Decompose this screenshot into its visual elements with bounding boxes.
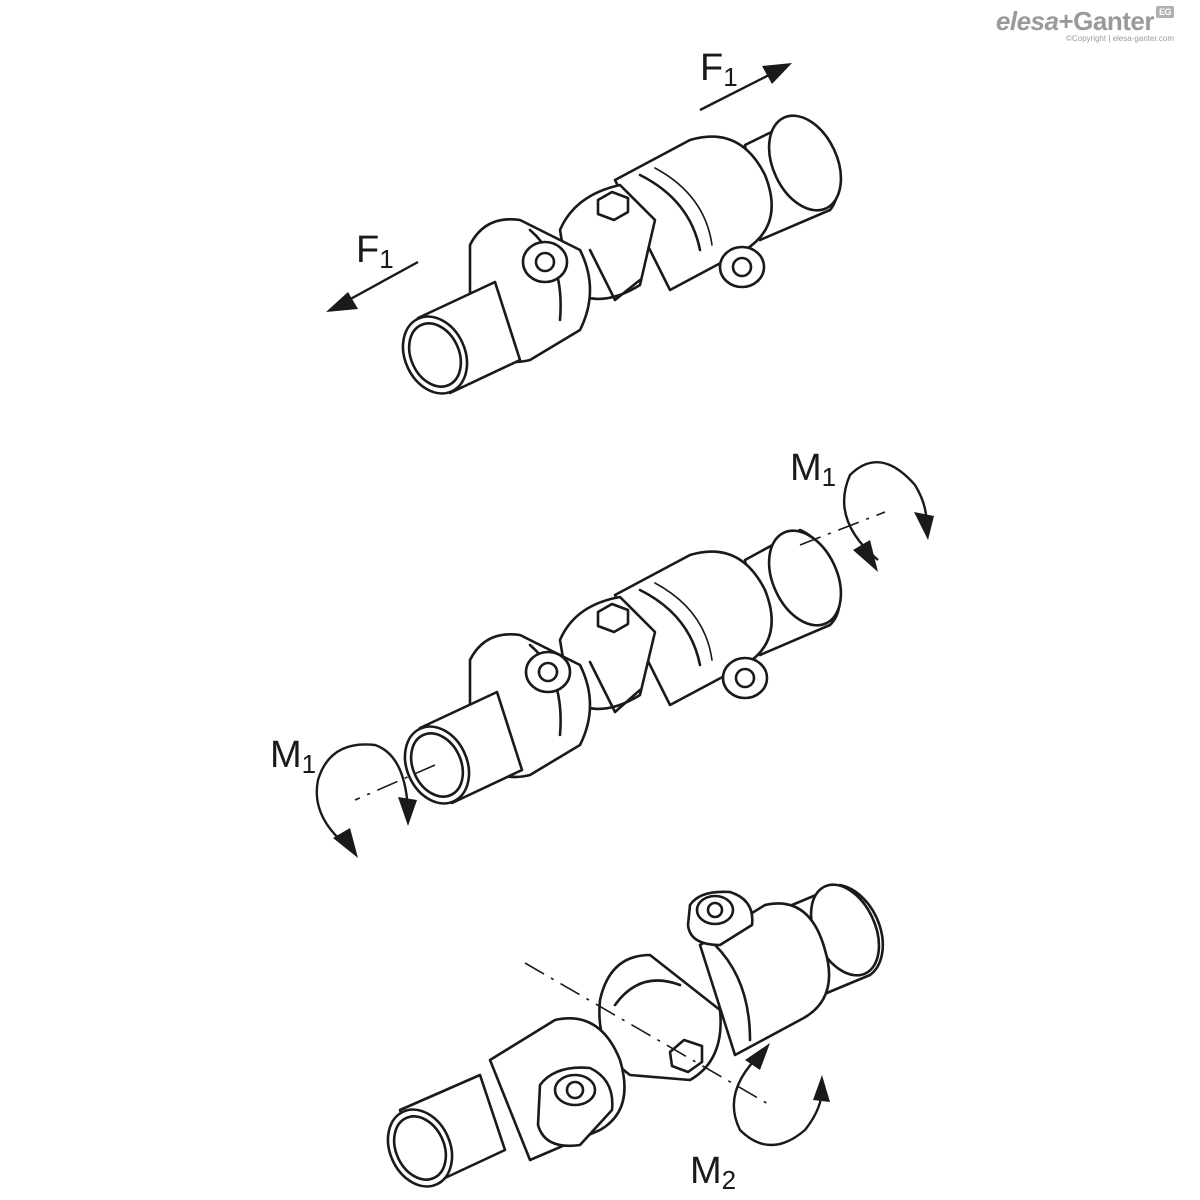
assembly-bottom — [386, 883, 885, 1188]
top-force-arrow-right — [699, 63, 792, 112]
mid-hex-socket — [596, 602, 630, 634]
assembly-top — [326, 63, 843, 395]
mid-tube-left — [403, 690, 524, 805]
bot-upper-bracket — [686, 890, 754, 947]
mid-axis-left — [354, 764, 436, 801]
mid-tube-right — [743, 528, 843, 657]
mid-axis-right — [799, 511, 886, 546]
mid-moment-arrow-right — [842, 461, 934, 572]
bot-lower-bracket — [536, 1066, 614, 1148]
mid-moment-arrow-left — [315, 743, 417, 858]
bot-tube-left — [386, 1073, 507, 1188]
label-mid-moment-right: M1 — [790, 447, 836, 492]
bot-moment-arrow — [732, 1043, 830, 1147]
label-bottom-moment: M2 — [690, 1150, 736, 1195]
top-force-arrow-left — [326, 260, 419, 312]
assembly-middle — [315, 461, 934, 858]
label-top-force-left: F1 — [356, 229, 394, 274]
logo-copyright: ©Copyright | elesa-ganter.com — [1065, 34, 1174, 43]
mid-bolt-right — [721, 656, 769, 700]
top-bolt-right — [718, 245, 766, 289]
label-mid-moment-left: M1 — [270, 734, 316, 779]
logo-brand-right: +Ganter — [1058, 6, 1154, 36]
logo-brand-left: elesa — [995, 6, 1059, 36]
top-tube-left — [401, 280, 522, 395]
top-bolt-left — [521, 240, 569, 284]
label-top-force-right: F1 — [700, 47, 738, 92]
bot-axis — [524, 962, 771, 1106]
bot-clamp-body-right — [698, 902, 831, 1057]
mid-bolt-left — [524, 650, 572, 694]
top-hex-socket — [596, 190, 630, 222]
logo-badge: EG — [1155, 6, 1174, 18]
top-tube-right — [743, 114, 843, 242]
